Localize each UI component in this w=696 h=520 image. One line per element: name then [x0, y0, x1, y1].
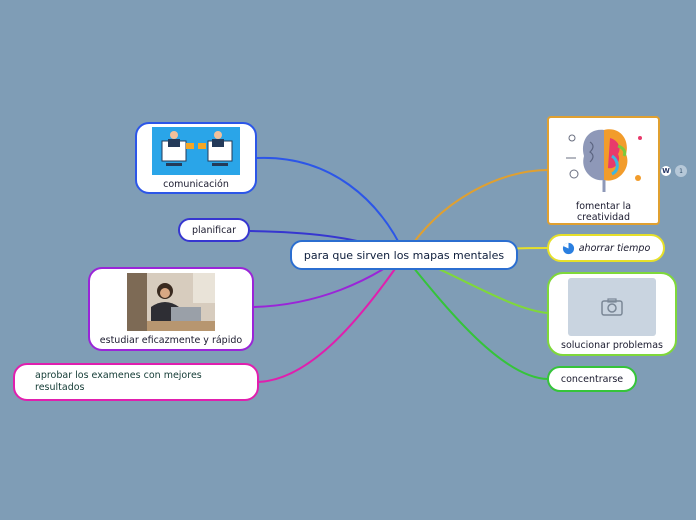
- node-ahorrar[interactable]: ahorrar tiempo: [547, 234, 665, 262]
- central-topic[interactable]: para que sirven los mapas mentales: [290, 240, 518, 270]
- node-planificar-label: planificar: [191, 224, 237, 236]
- pie-chart-icon: [562, 242, 574, 254]
- node-solucionar-label: solucionar problemas: [561, 339, 663, 351]
- node-creatividad-label: fomentar la creatividad: [575, 201, 632, 223]
- connector-aprobar: [257, 255, 405, 383]
- node-planificar[interactable]: planificar: [178, 218, 250, 242]
- node-estudiar-label: estudiar eficazmente y rápido: [99, 334, 243, 346]
- connector-concentrarse: [403, 255, 549, 380]
- node-comunicacion[interactable]: comunicación: [135, 122, 257, 194]
- node-estudiar[interactable]: estudiar eficazmente y rápido: [88, 267, 254, 351]
- node-concentrarse[interactable]: concentrarse: [547, 366, 637, 392]
- node-solucionar[interactable]: solucionar problemas: [547, 272, 677, 356]
- node-concentrarse-label: concentrarse: [560, 373, 624, 385]
- connector-creatividad: [404, 169, 549, 256]
- node-ahorrar-label: ahorrar tiempo: [578, 242, 651, 254]
- node-creatividad[interactable]: fomentar la creatividad: [547, 116, 660, 225]
- business-people-illustration: [152, 126, 240, 175]
- camera-placeholder-icon: [568, 277, 656, 336]
- node-aprobar-label: aprobar los examenes con mejores resulta…: [35, 370, 202, 393]
- node-aprobar[interactable]: aprobar los examenes con mejores resulta…: [13, 363, 259, 401]
- wordpress-icon[interactable]: W: [661, 166, 671, 176]
- colorful-brain-illustration: [559, 118, 648, 197]
- node-comunicacion-label: comunicación: [163, 178, 229, 190]
- count-badge[interactable]: 1: [675, 165, 687, 177]
- central-topic-label: para que sirven los mapas mentales: [303, 248, 505, 262]
- student-with-laptop-photo: [127, 272, 215, 331]
- connector-comunicacion: [256, 156, 406, 256]
